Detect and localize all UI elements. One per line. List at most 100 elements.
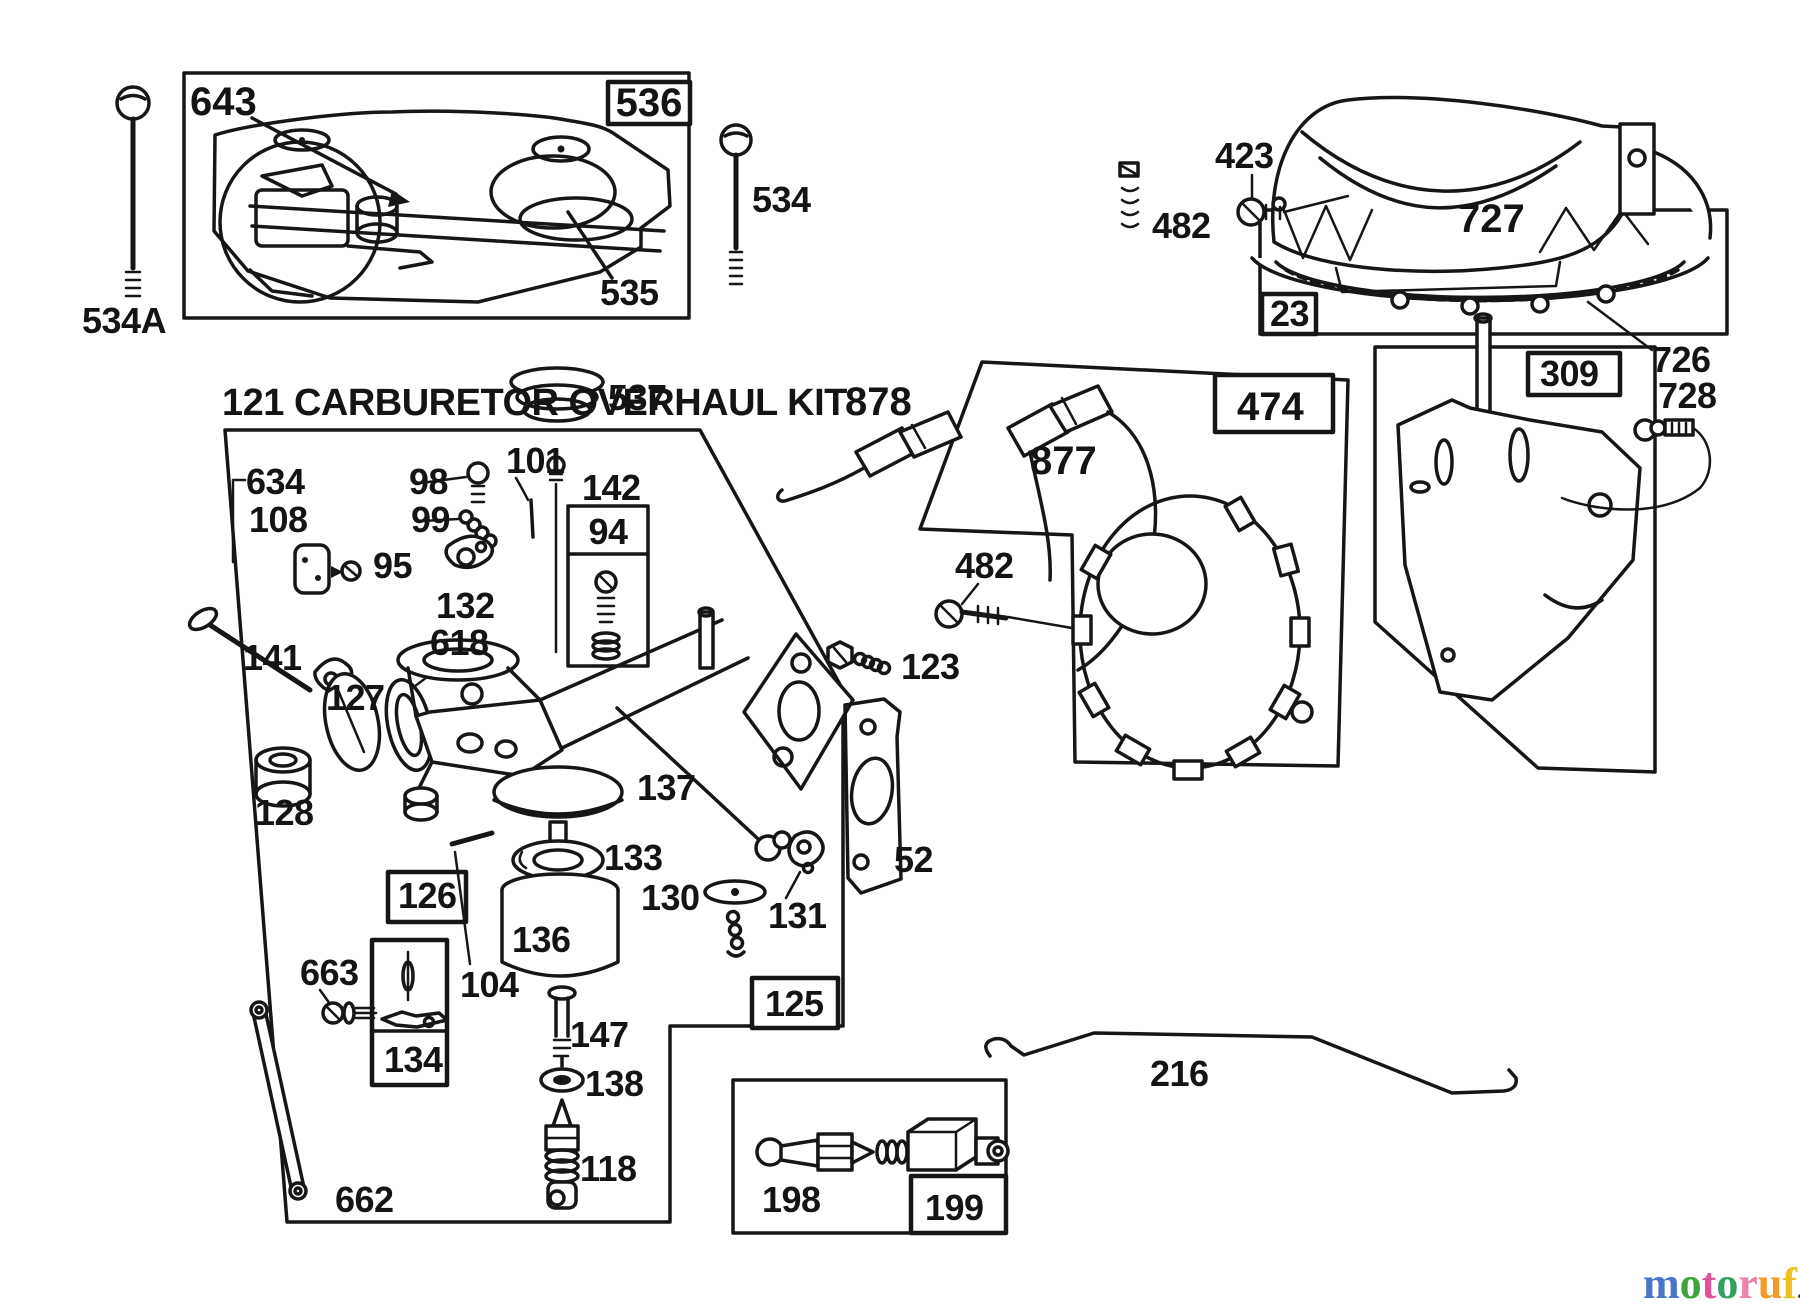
logo-letter: r xyxy=(1738,1259,1758,1308)
logo-letter: u xyxy=(1758,1259,1782,1308)
screw-482-mid xyxy=(934,582,1074,630)
pin-728-drawing xyxy=(1560,418,1712,511)
part-label-131: 131 xyxy=(768,895,827,936)
grommet-537-drawing xyxy=(509,366,605,423)
part-label-132: 132 xyxy=(436,585,495,626)
gasket-52 xyxy=(843,697,903,895)
part-label-534a: 534A xyxy=(82,300,167,341)
part-label-634: 634 xyxy=(246,461,305,502)
part-labels: 643 536 535 537 534 534A 121 CARBURETOR … xyxy=(82,80,1717,1228)
part-label-123: 123 xyxy=(901,646,960,687)
part-label-536: 536 xyxy=(616,81,683,125)
part-label-618: 618 xyxy=(430,622,489,663)
part-label-133: 133 xyxy=(604,837,663,878)
bolt-534-drawing xyxy=(719,123,753,286)
stator-region-474 xyxy=(918,360,1350,768)
logo-letter: o xyxy=(1716,1259,1738,1308)
part-label-52: 52 xyxy=(894,839,933,880)
part-label-423: 423 xyxy=(1215,135,1274,176)
part-label-141: 141 xyxy=(243,637,302,678)
part-label-134: 134 xyxy=(384,1039,443,1080)
part-label-309: 309 xyxy=(1540,353,1599,394)
washer-spring-130-95 xyxy=(703,879,767,958)
svg-text:motoruf.de: motoruf.de xyxy=(1643,1259,1800,1308)
part-label-535: 535 xyxy=(600,272,659,313)
part-label-474: 474 xyxy=(1237,385,1304,429)
part-label-662: 662 xyxy=(335,1179,394,1220)
needle-seat-94-parts xyxy=(591,570,621,661)
ref-box-23 xyxy=(1259,291,1319,337)
part-label-128: 128 xyxy=(255,792,314,833)
part-label-138: 138 xyxy=(585,1063,644,1104)
logo-letter: o xyxy=(1680,1259,1702,1308)
governor-bracket-drawing xyxy=(1396,312,1642,702)
motoruf-logo[interactable]: motoruf.de xyxy=(1643,1259,1800,1308)
part-label-147: 147 xyxy=(570,1014,629,1055)
air-cleaner-cover-drawing xyxy=(212,109,672,304)
part-label-534: 534 xyxy=(752,179,811,220)
part-label-95a: 95 xyxy=(373,545,413,586)
part-label-104: 104 xyxy=(460,964,519,1005)
part-label-199: 199 xyxy=(925,1187,984,1228)
ref-box-536 xyxy=(605,79,693,127)
flywheel-region-23 xyxy=(1258,208,1729,337)
needle-lever-134-parts xyxy=(380,950,449,1029)
ref-box-126 xyxy=(385,869,469,925)
part-label-94: 94 xyxy=(588,511,628,552)
ref-box-199 xyxy=(908,1173,1009,1236)
part-label-136: 136 xyxy=(512,919,571,960)
part-label-127: 127 xyxy=(326,677,385,718)
connector-877-and-wire xyxy=(1006,384,1158,672)
bolt-534a-drawing xyxy=(115,85,151,298)
part-label-99: 99 xyxy=(411,499,450,540)
part-label-878: 878 xyxy=(845,380,912,424)
leader-643 xyxy=(250,116,398,196)
ref-box-125 xyxy=(749,975,841,1031)
part-label-125: 125 xyxy=(765,983,824,1024)
part-label-877: 877 xyxy=(1030,439,1097,483)
logo-letter: f xyxy=(1782,1259,1798,1308)
governor-rod-216 xyxy=(984,1031,1518,1095)
part-label-101: 101 xyxy=(506,440,565,481)
part-label-118: 118 xyxy=(580,1148,637,1189)
part-label-727: 727 xyxy=(1458,197,1525,241)
part-label-108: 108 xyxy=(249,499,308,540)
throttle-plates-127 xyxy=(322,672,434,772)
leader-535 xyxy=(566,210,614,280)
part-label-482a: 482 xyxy=(955,545,1014,586)
ref-box-309 xyxy=(1525,350,1623,398)
part-label-537: 537 xyxy=(608,377,667,418)
part-label-663: 663 xyxy=(300,952,359,993)
carburetor-body-drawing xyxy=(396,606,855,850)
logo-letter: m xyxy=(1643,1259,1680,1308)
ref-box-474 xyxy=(1212,372,1336,435)
connector-878 xyxy=(776,410,963,503)
part-label-216: 216 xyxy=(1150,1053,1209,1094)
part-label-198: 198 xyxy=(762,1179,821,1220)
bracket-region-309 xyxy=(1373,345,1657,774)
screw-423-and-bolt-482 xyxy=(1118,161,1350,229)
part-label-137: 137 xyxy=(637,767,696,808)
bowl-bolt-131 xyxy=(615,706,825,900)
part-label-23: 23 xyxy=(1270,293,1309,334)
part-label-728: 728 xyxy=(1658,375,1717,416)
idle-needle-147-138-118 xyxy=(539,985,585,1210)
logo-letter: t xyxy=(1702,1259,1717,1308)
blower-scoop-727 xyxy=(1271,95,1713,294)
bushing-128 xyxy=(254,746,312,808)
needle-valve-box-198 xyxy=(731,1078,1010,1236)
part-label-130: 130 xyxy=(641,877,700,918)
nut-spring-123 xyxy=(826,640,892,676)
float-pin-104 xyxy=(449,830,495,966)
part-label-142: 142 xyxy=(582,467,641,508)
part-label-126: 126 xyxy=(398,875,457,916)
part-label-482b: 482 xyxy=(1152,205,1211,246)
idle-screw-663 xyxy=(318,988,378,1025)
kit-title: 121 CARBURETOR OVERHAUL KIT xyxy=(222,382,847,424)
logo-suffix: .de xyxy=(1797,1278,1800,1303)
float-bowl-136 xyxy=(500,872,620,978)
fuel-link-662 xyxy=(249,1000,308,1201)
stator-474-drawing xyxy=(1071,494,1314,781)
